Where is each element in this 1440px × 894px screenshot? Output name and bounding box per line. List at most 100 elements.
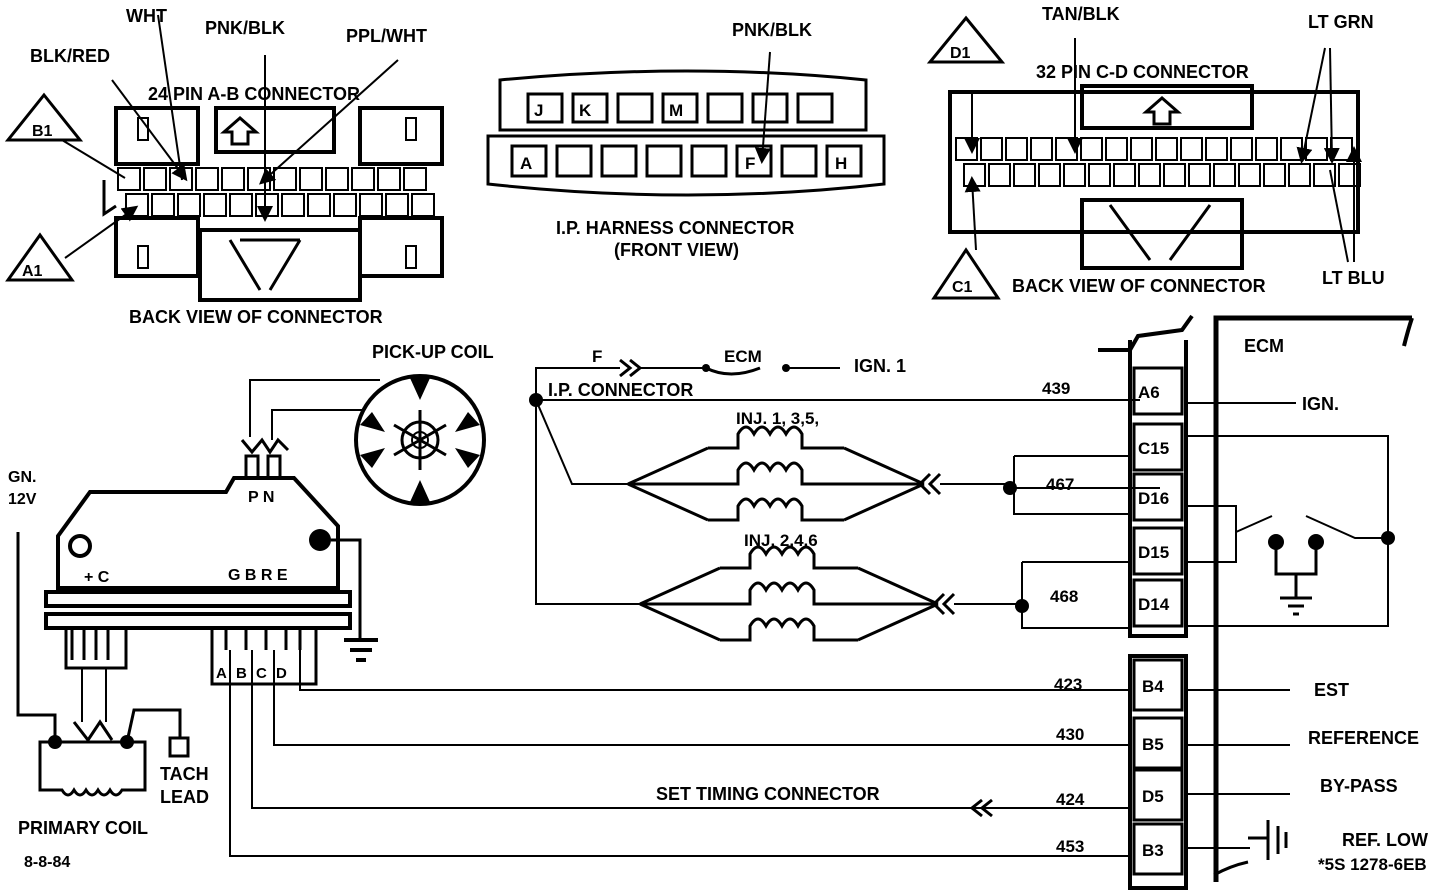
pin-cavity [1163, 163, 1186, 187]
pin-cavity [1263, 163, 1286, 187]
ground-icon [344, 638, 378, 662]
ip-pin-bottom [645, 144, 683, 178]
pin-cavity [1113, 163, 1136, 187]
connector-cd-title: 32 PIN C-D CONNECTOR [1036, 62, 1249, 82]
circuit-468: 468 [1050, 587, 1078, 606]
primary-coil [16, 532, 190, 797]
ip-pin-label: H [835, 154, 847, 173]
wire-label-pnk-blk: PNK/BLK [205, 18, 285, 38]
ecm-pin-label: C15 [1138, 439, 1169, 458]
ecm-pin-label: D16 [1138, 489, 1169, 508]
circuit-439: 439 [1042, 379, 1070, 398]
ecm-title: ECM [1244, 336, 1284, 356]
pin-cavity [988, 163, 1011, 187]
ip-pin-top [706, 92, 744, 124]
module-pn-label: P N [248, 489, 274, 506]
circuit-467: 467 [1046, 475, 1074, 494]
pin-marker-c1 [931, 247, 1001, 300]
lower-circuits [229, 650, 1290, 857]
terminal-b: B [236, 665, 247, 682]
terminal-d: D [276, 665, 287, 682]
pin-marker-d1 [926, 15, 1006, 64]
ip-pin-label: J [534, 101, 543, 120]
ecm-pin [1132, 768, 1184, 822]
pin-cavity [351, 167, 375, 191]
pickup-coil-label: PICK-UP COIL [372, 342, 494, 362]
ecm-pin-label: B4 [1142, 677, 1164, 696]
ip-pin-top [796, 92, 834, 124]
ip-connector-label: I.P. CONNECTOR [548, 380, 693, 400]
injector-coil-icon [708, 461, 844, 486]
pin-cavity [299, 167, 323, 191]
ip-pin-bottom [825, 144, 863, 178]
ground-icon [1248, 820, 1288, 860]
injector-coil-icon [708, 497, 844, 522]
ecm-pin [1132, 526, 1184, 576]
ip-pin-top [526, 92, 564, 124]
pin-marker-a1-label: A1 [22, 263, 43, 280]
wire-label-ppl-wht: PPL/WHT [346, 26, 427, 46]
ip-pin-top [571, 92, 609, 124]
pickup-coil [240, 374, 486, 506]
ecm-pin [1132, 422, 1184, 472]
pin-cavity [255, 193, 279, 217]
ip-harness-title: I.P. HARNESS CONNECTOR [556, 218, 794, 238]
pin-cavity [955, 137, 978, 161]
pin-cavity [1005, 137, 1028, 161]
ecm-pin [1132, 366, 1184, 416]
pin-cavity [359, 193, 383, 217]
pin-marker-a1 [5, 232, 75, 282]
pin-marker-c1-label: C1 [952, 279, 973, 296]
tach-lead-label-2: LEAD [160, 787, 209, 807]
pin-cavity [377, 167, 401, 191]
ecm-pin [1132, 472, 1184, 522]
pin-cavity [1213, 163, 1236, 187]
pin-cavity [151, 193, 175, 217]
pin-cavity [1255, 137, 1278, 161]
injector-coil-icon [720, 545, 858, 570]
ecm-pin [1132, 658, 1184, 712]
pin-cavity [1180, 137, 1203, 161]
inj-group-1-label: INJ. 1, 3,5, [736, 409, 819, 428]
fuse-label: ECM [724, 347, 762, 366]
pin-cavity [1288, 163, 1311, 187]
pin-marker-b1 [4, 92, 84, 142]
ecm-pin-label: B3 [1142, 841, 1164, 860]
pin-cavity [411, 193, 435, 217]
function-reference: REFERENCE [1308, 728, 1419, 748]
circuit-424: 424 [1056, 790, 1085, 809]
ign1-label: IGN. 1 [854, 356, 906, 376]
inj-group-2-label: INJ. 2,4,6 [744, 531, 818, 550]
circuit-423: 423 [1054, 675, 1082, 694]
pin-cavity [325, 167, 349, 191]
pin-cavity [195, 167, 219, 191]
labels: WHT PNK/BLK PPL/WHT BLK/RED 24 PIN A-B C… [8, 4, 1428, 874]
pin-cavity [221, 167, 245, 191]
pin-marker-b1-label: B1 [32, 123, 53, 140]
ecm-pin-label: B5 [1142, 735, 1164, 754]
ip-pin-top [751, 92, 789, 124]
tach-lead-terminal [168, 736, 190, 758]
pin-cavity [1030, 137, 1053, 161]
connector-cd [926, 15, 1362, 300]
pin-cavity [333, 193, 357, 217]
ip-harness-subtitle: (FRONT VIEW) [614, 240, 739, 260]
pin-cavity [1313, 163, 1336, 187]
module-plus-c-label: + C [84, 569, 110, 586]
ip-pin-label: M [669, 101, 683, 120]
ground-icon [1274, 542, 1318, 616]
ip-pin-f: F [592, 347, 602, 366]
wire-label-lt-blu: LT BLU [1322, 268, 1385, 288]
up-arrow-icon [220, 116, 260, 146]
ip-pin-top [616, 92, 654, 124]
pin-cavity [1188, 163, 1211, 187]
wire-label-lt-grn: LT GRN [1308, 12, 1374, 32]
ip-pin-bottom [735, 144, 773, 178]
pin-cavity [963, 163, 986, 187]
pin-cavity [143, 167, 167, 191]
set-timing-label: SET TIMING CONNECTOR [656, 784, 880, 804]
pin-cavity [1230, 137, 1253, 161]
pin-cavity [273, 167, 297, 191]
